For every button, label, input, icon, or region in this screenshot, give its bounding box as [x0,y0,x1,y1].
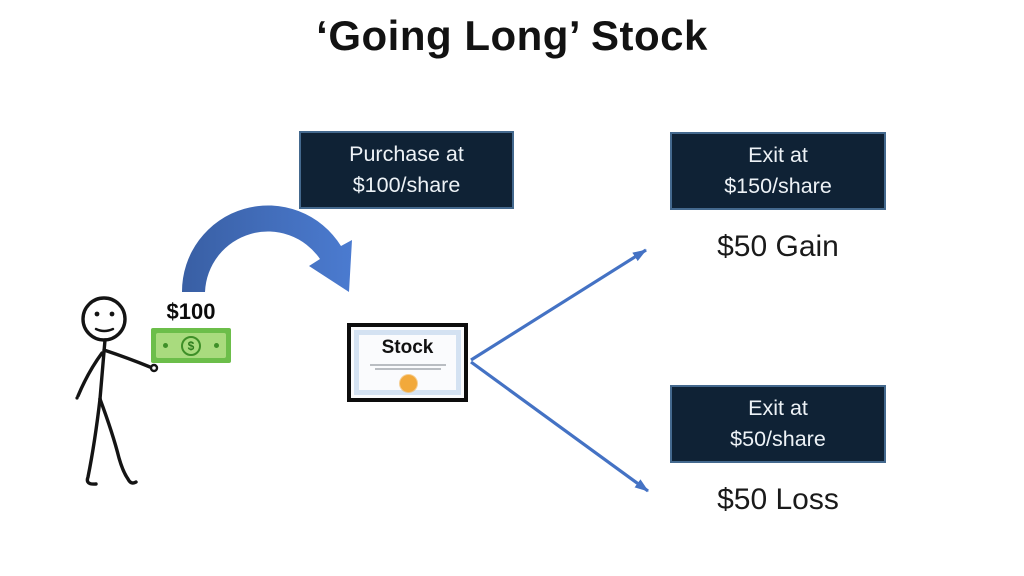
gain-arrow-icon [470,248,647,362]
certificate-seal-icon [399,375,417,392]
certificate-label: Stock [381,337,434,358]
exit-gain-box-line1: Exit at [748,143,808,168]
loss-arrow-icon [470,360,649,493]
exit-loss-box-line2: $50/share [730,427,826,451]
bill-right-dot [214,343,219,348]
cash-amount-label: $100 [166,299,216,324]
dollar-bill-icon: $ [151,328,231,363]
gain-label: $50 Gain [717,230,839,263]
certificate-trim [354,330,461,395]
bill-left-dot [163,343,168,348]
purchase-box-line1: Purchase at [349,142,464,167]
purchase-box-line2: $100/share [352,173,461,197]
exit-loss-box-line1: Exit at [748,396,808,421]
certificate-line [369,364,446,366]
certificate-line [374,368,441,370]
curved-purchase-arrow-icon [181,205,352,292]
exit-gain-box: Exit at $150/share [670,132,886,210]
exit-gain-box-line2: $150/share [724,174,832,198]
purchase-box: Purchase at $100/share [299,131,514,209]
page-title: ‘Going Long’ Stock [316,12,708,59]
dollar-bill-face: $ [156,333,226,358]
stick-figure-icon [75,296,159,486]
loss-label: $50 Loss [717,483,839,516]
exit-loss-box: Exit at $50/share [670,385,886,463]
dollar-sign-icon: $ [181,335,201,356]
stock-certificate-icon: Stock [347,323,468,402]
